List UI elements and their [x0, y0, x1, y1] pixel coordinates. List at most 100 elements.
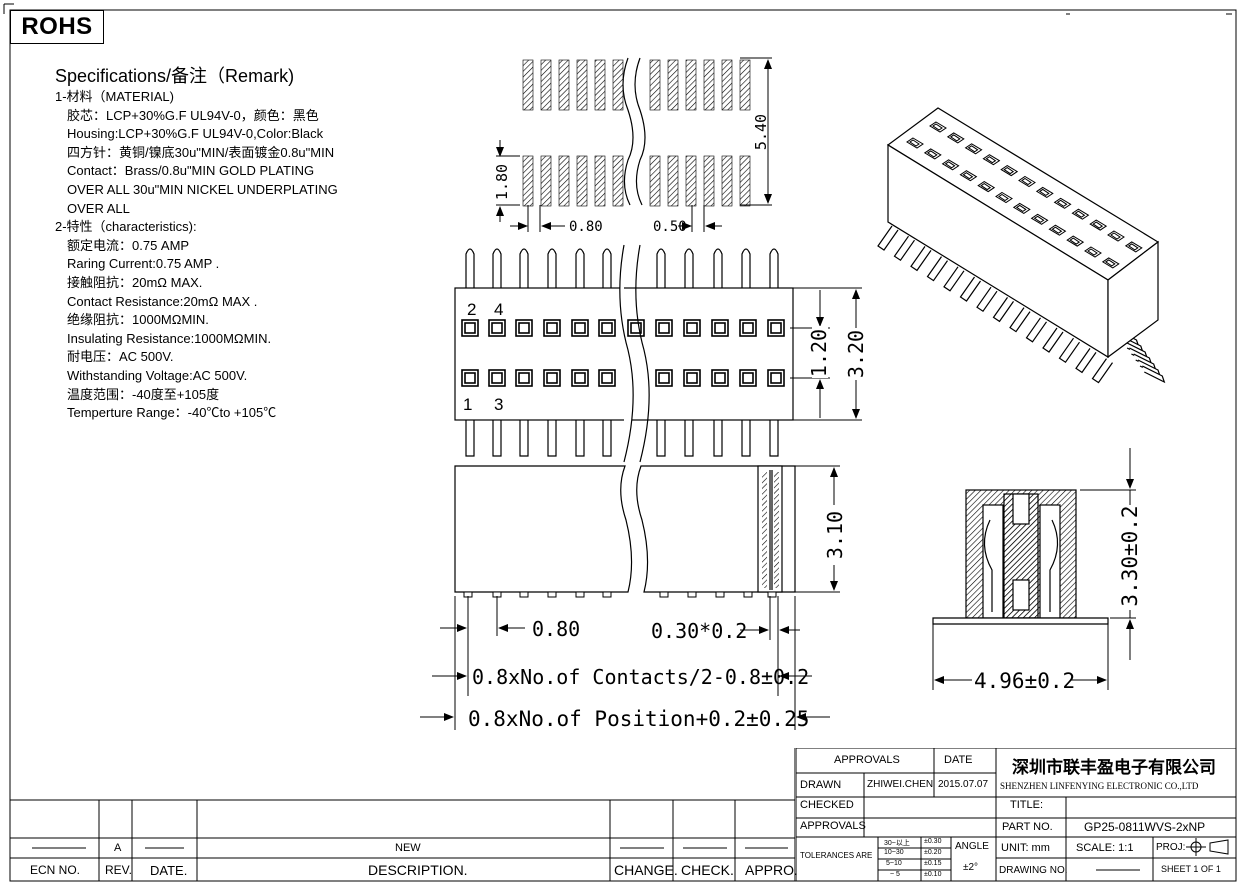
iso-hole — [964, 143, 983, 155]
side-pin-stub — [575, 591, 585, 598]
material-line: Housing:LCP+30%G.F UL94V-0,Color:Black — [67, 126, 324, 142]
hdr-check: CHECK. — [681, 862, 734, 878]
title-label: TITLE: — [1010, 799, 1044, 811]
contact-square-inner — [601, 322, 613, 334]
iso-hole — [1048, 224, 1067, 236]
checked-label: CHECKED — [800, 799, 854, 811]
front-pin-lower — [519, 420, 529, 457]
front-housing-view — [454, 244, 794, 463]
top-pin-lower — [540, 155, 552, 207]
contact-square-inner — [601, 372, 613, 384]
dim-5-40: 5.40 — [752, 114, 770, 150]
iso-hole — [1124, 241, 1143, 253]
iso-hole-inner — [1069, 237, 1081, 245]
dim-contacts: 0.8xNo.of Contacts/2-0.8±0.2 — [472, 665, 809, 689]
company-name-en: SHENZHEN LINFENYING ELECTRONIC CO.,LTD — [1000, 781, 1199, 791]
revision-row: A NEW — [10, 839, 795, 858]
contact-square-inner — [658, 322, 670, 334]
contact-square — [598, 369, 616, 387]
projection-symbol — [1186, 838, 1229, 856]
iso-hole-inner — [967, 145, 979, 153]
contact-square — [739, 319, 757, 337]
front-pin-lower — [741, 420, 751, 457]
hdr-date: DATE. — [150, 863, 188, 878]
iso-hole-inner — [962, 172, 974, 180]
hdr-ecn: ECN NO. — [30, 863, 81, 877]
iso-hole — [982, 154, 1001, 166]
contact-square — [711, 369, 729, 387]
front-pin-lower — [547, 420, 557, 457]
dim-0-80-bottom: 0.80 — [532, 617, 580, 641]
material-line: 四方针：黄铜/镍底30u"MIN/表面镀金0.8u"MIN — [67, 144, 335, 160]
tol-value-1: ±0.30 — [924, 838, 942, 845]
iso-hole — [995, 191, 1013, 204]
front-pin-lower — [465, 420, 475, 457]
iso-leg — [910, 246, 932, 272]
top-pin-lower — [703, 155, 715, 207]
contact-square-inner — [518, 322, 530, 334]
top-pin-lower — [594, 155, 606, 207]
iso-hole-inner — [998, 193, 1009, 202]
dim-4-96: 4.96±0.2 — [974, 669, 1075, 693]
tol-range-3: 5~10 — [886, 860, 902, 867]
contact-square — [543, 369, 561, 387]
pin-label-4: 4 — [494, 300, 503, 319]
angle-value: ±2° — [963, 862, 979, 873]
contact-square — [655, 319, 673, 337]
char-line: Withstanding Voltage:AC 500V. — [67, 367, 248, 383]
front-pin-lower — [602, 420, 612, 457]
char-line: Insulating Resistance:1000MΩMIN. — [67, 330, 272, 346]
iso-hole — [1012, 202, 1031, 214]
iso-hole-inner — [1051, 226, 1063, 234]
iso-hole — [1107, 230, 1125, 242]
material-line: 胶芯：LCP+30%G.F UL94V-0，颜色：黑色 — [67, 107, 319, 123]
revision-header: ECN NO. REV. DATE. DESCRIPTION. CHANGE. … — [10, 859, 798, 881]
iso-hole — [1084, 246, 1102, 258]
contact-square — [461, 369, 479, 387]
contact-square-inner — [770, 322, 782, 334]
iso-hole — [941, 159, 960, 171]
side-pin-stub — [715, 591, 725, 598]
side-pin-stub — [519, 591, 529, 598]
iso-leg — [877, 225, 899, 251]
front-pin-upper — [465, 248, 475, 288]
iso-hole — [929, 121, 947, 133]
scale-label: SCALE: 1:1 — [1076, 842, 1134, 854]
iso-hole-inner — [1033, 215, 1045, 223]
contact-square-inner — [714, 372, 726, 384]
contact-square — [767, 319, 785, 337]
iso-leg — [1075, 348, 1097, 374]
material-heading: 1-材料（MATERIAL) — [55, 89, 174, 104]
front-pin-upper — [713, 248, 723, 288]
contact-square-inner — [686, 372, 698, 384]
front-pin-lower — [492, 420, 502, 457]
contact-square — [711, 319, 729, 337]
tol-range-2: 10~30 — [884, 849, 904, 856]
hdr-appro: APPRO. — [745, 862, 798, 878]
iso-hole — [1030, 213, 1049, 225]
front-pin-upper — [741, 248, 751, 288]
contact-square — [515, 319, 533, 337]
char-line: 温度范围：-40度至+105度 — [67, 386, 220, 402]
section-view — [932, 489, 1109, 690]
contact-square-inner — [658, 372, 670, 384]
iso-hole-inner — [1003, 166, 1015, 175]
iso-hole-inner — [1110, 232, 1121, 240]
pin-label-2: 2 — [467, 300, 476, 319]
hdr-description: DESCRIPTION. — [368, 862, 468, 878]
front-pin-upper — [547, 248, 557, 288]
drawn-date: 2015.07.07 — [938, 779, 989, 790]
front-pin-upper — [656, 248, 666, 288]
contact-square-inner — [464, 372, 476, 384]
top-pin-lower — [576, 155, 588, 207]
front-pin-lower — [769, 420, 779, 457]
drawing-frame — [9, 9, 1237, 882]
isometric-view — [877, 107, 1166, 384]
front-pin-lower — [656, 420, 666, 457]
iso-hole-inner — [926, 150, 938, 158]
front-pin-lower — [684, 420, 694, 457]
contact-square-inner — [686, 322, 698, 334]
contact-square-inner — [714, 322, 726, 334]
contact-square — [543, 319, 561, 337]
pin-label-1: 1 — [463, 395, 472, 414]
